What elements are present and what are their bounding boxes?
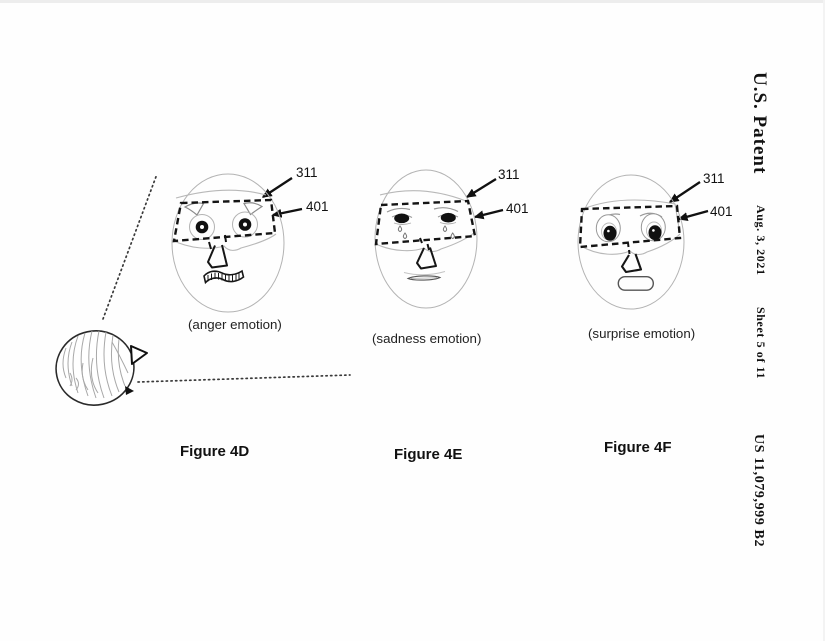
left-pupil <box>394 213 410 224</box>
right-pupil <box>648 225 662 241</box>
patent-title: U.S. Patent <box>749 72 770 175</box>
dashed-nose-notch <box>419 237 430 251</box>
zoom-leader-line-lower <box>137 374 351 383</box>
face-sadness-figure <box>374 169 478 309</box>
mouth-gritted-teeth <box>203 269 245 285</box>
figure-caption-4f: Figure 4F <box>604 439 672 456</box>
dashed-nose-notch <box>627 242 631 255</box>
visor-band <box>171 189 277 251</box>
nose <box>416 247 437 270</box>
ref-label-401-sadness: 401 <box>506 201 529 216</box>
ref-arrow-311-sadness <box>465 178 497 198</box>
patent-number: US 11,079,999 B2 <box>751 434 766 548</box>
emotion-region-dashed-box <box>578 204 682 249</box>
face-surprise-figure <box>577 174 685 310</box>
ref-arrow-401-sadness <box>473 208 504 220</box>
head-nose-triangle <box>130 345 148 365</box>
face-outline <box>374 169 478 309</box>
eyes-sad <box>391 212 459 225</box>
eyebrows-anger <box>183 202 264 216</box>
visor-band <box>580 199 681 256</box>
left-eye-socket <box>189 214 215 240</box>
ref-label-311-surprise: 311 <box>703 171 725 186</box>
ref-label-311-sadness: 311 <box>498 167 520 182</box>
figure-caption-4d: Figure 4D <box>180 443 250 460</box>
right-pupil <box>440 212 456 223</box>
ref-label-311-anger: 311 <box>296 165 318 180</box>
face-outline <box>171 173 285 313</box>
scan-edge-right <box>823 0 825 641</box>
ref-label-401-anger: 401 <box>306 199 329 214</box>
eyes-anger <box>189 211 258 240</box>
nose <box>620 253 643 274</box>
figure-caption-4e: Figure 4E <box>394 446 463 463</box>
emotion-caption-surprise: (surprise emotion) <box>588 326 696 341</box>
patent-date: Aug. 3, 2021 <box>754 205 768 276</box>
eyes-wide <box>595 213 666 243</box>
face-anger-figure <box>171 173 285 313</box>
hair-strokes <box>62 330 129 399</box>
mouth-closed-sad <box>403 271 446 281</box>
face-outline <box>577 174 685 310</box>
patent-sheet-index: Sheet 5 of 11 <box>754 307 768 380</box>
ref-arrow-401-anger <box>271 207 303 218</box>
left-pupil <box>603 225 617 241</box>
head-sketch <box>55 330 148 406</box>
ref-arrow-401-surprise <box>677 209 709 222</box>
visor-band <box>375 190 476 253</box>
emotion-caption-sadness: (sadness emotion) <box>372 331 482 346</box>
ref-label-401-surprise: 401 <box>710 204 733 219</box>
nose <box>207 244 228 269</box>
tear-drops <box>397 225 455 240</box>
eyebrows-sad <box>386 207 459 213</box>
emotion-region-dashed-box <box>172 198 277 243</box>
dashed-nose-notch <box>208 234 227 250</box>
emotion-region-dashed-box <box>374 199 477 246</box>
scan-edge-top <box>0 0 825 3</box>
ref-arrow-311-surprise <box>668 181 701 203</box>
emotion-caption-anger: (anger emotion) <box>188 317 282 332</box>
zoom-leader-line-upper <box>102 173 158 320</box>
right-eye-socket <box>232 211 258 238</box>
leader-start-tick <box>125 386 134 395</box>
mouth-open-surprise <box>617 275 654 291</box>
